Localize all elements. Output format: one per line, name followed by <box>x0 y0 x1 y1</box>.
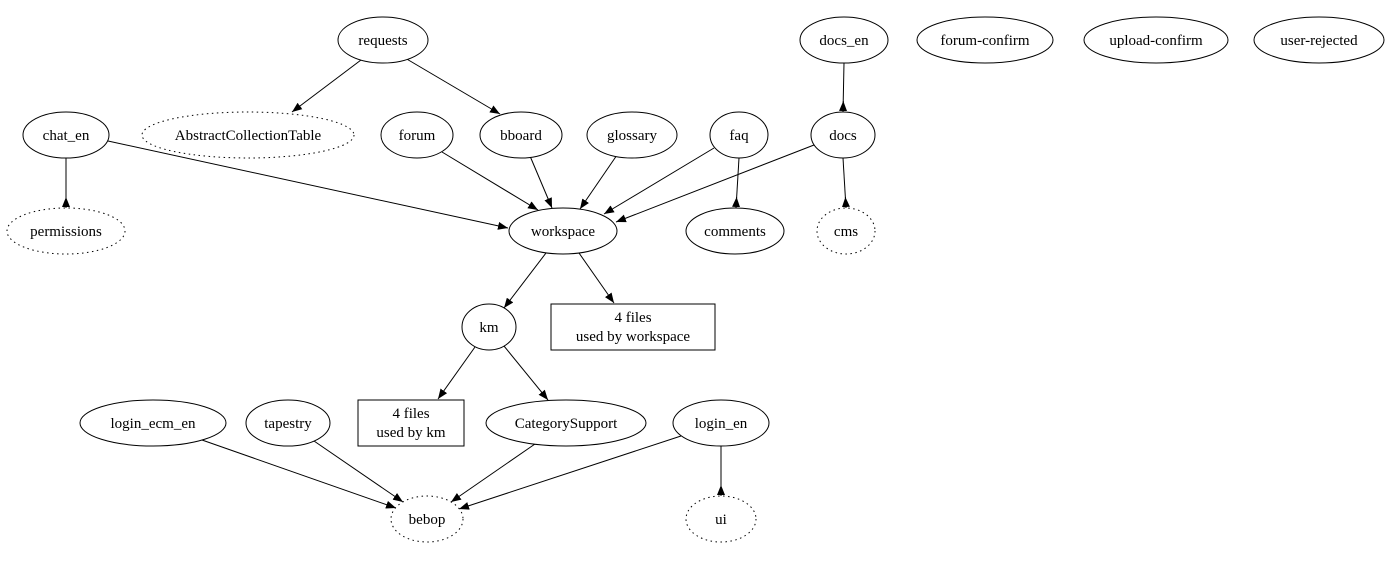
node-forum: forum <box>380 111 454 159</box>
edge-km-files_km <box>437 346 476 400</box>
node-docs_en-shape <box>799 16 889 64</box>
node-upload-confirm-label: upload-confirm <box>1109 33 1203 49</box>
node-cms: cms <box>816 207 876 255</box>
node-ui: ui <box>685 495 757 543</box>
node-bebop: bebop <box>390 495 464 543</box>
node-forum-confirm-shape <box>916 16 1054 64</box>
node-glossary: glossary <box>586 111 678 159</box>
node-docs_en: docs_en <box>799 16 889 64</box>
node-abstractcollectiontable-label: AbstractCollectionTable <box>175 128 322 144</box>
node-files-used-by-workspace: 4 files used by workspace <box>550 303 716 351</box>
node-workspace-label: workspace <box>531 224 595 240</box>
node-permissions-label: permissions <box>30 224 102 240</box>
node-categorysupport-label: CategorySupport <box>515 416 618 432</box>
node-ui-shape <box>685 495 757 543</box>
node-docs_en-label: docs_en <box>819 33 869 49</box>
node-docs-shape <box>810 111 876 159</box>
edge-requests-bboard <box>404 57 501 115</box>
node-login_ecm_en: login_ecm_en <box>79 399 227 447</box>
edge-docs-cms-arrow <box>841 196 850 209</box>
node-files-used-by-km-shape <box>357 399 465 447</box>
node-comments-label: comments <box>704 224 766 240</box>
node-chat_en-shape <box>22 111 110 159</box>
edge-categorysupport-bebop <box>450 443 536 503</box>
node-user-rejected-shape <box>1253 16 1385 64</box>
node-user-rejected: user-rejected <box>1253 16 1385 64</box>
node-comments-shape <box>685 207 785 255</box>
edge-tapestry-bebop <box>313 440 404 503</box>
edge-faq-workspace <box>603 147 715 215</box>
node-files-used-by-km-line1: 4 files <box>392 406 429 422</box>
node-faq-label: faq <box>729 128 749 144</box>
node-workspace-shape <box>508 207 618 255</box>
edge-workspace-km <box>503 252 547 309</box>
node-files-used-by-km: 4 files used by km <box>357 399 465 447</box>
node-files-used-by-workspace-line1: 4 files <box>614 310 651 326</box>
node-docs-label: docs <box>829 128 857 144</box>
node-chat_en: chat_en <box>22 111 110 159</box>
edge-forum-workspace <box>441 151 539 211</box>
edge-docs-workspace <box>615 144 815 223</box>
node-login_en: login_en <box>672 399 770 447</box>
edge-workspace-files_workspace <box>578 252 615 304</box>
node-permissions: permissions <box>6 207 126 255</box>
node-km-label: km <box>479 320 499 336</box>
node-forum-confirm: forum-confirm <box>916 16 1054 64</box>
node-permissions-shape <box>6 207 126 255</box>
node-abstractcollectiontable-shape <box>141 111 355 159</box>
edge-requests-abstractcollectiontable <box>291 59 362 113</box>
node-login_ecm_en-label: login_ecm_en <box>111 416 196 432</box>
node-files-used-by-km-line2: used by km <box>376 425 445 441</box>
node-abstractcollectiontable: AbstractCollectionTable <box>141 111 355 159</box>
node-faq: faq <box>709 111 769 159</box>
node-forum-shape <box>380 111 454 159</box>
edge-glossary-workspace <box>579 154 618 210</box>
node-forum-confirm-label: forum-confirm <box>940 33 1029 49</box>
node-requests: requests <box>337 16 429 64</box>
node-glossary-label: glossary <box>607 128 657 144</box>
edge-login_en-bebop <box>458 435 682 510</box>
edge-bboard-workspace <box>529 155 553 209</box>
node-requests-label: requests <box>358 33 407 49</box>
node-comments: comments <box>685 207 785 255</box>
node-categorysupport: CategorySupport <box>485 399 647 447</box>
node-faq-shape <box>709 111 769 159</box>
node-user-rejected-label: user-rejected <box>1280 33 1358 49</box>
node-cms-label: cms <box>834 224 858 240</box>
node-km-shape <box>461 303 517 351</box>
node-bboard-label: bboard <box>500 128 542 144</box>
node-bboard-shape <box>479 111 563 159</box>
node-cms-shape <box>816 207 876 255</box>
node-files-used-by-workspace-line2: used by workspace <box>576 329 690 345</box>
node-workspace: workspace <box>508 207 618 255</box>
node-login_ecm_en-shape <box>79 399 227 447</box>
node-docs: docs <box>810 111 876 159</box>
node-forum-label: forum <box>399 128 436 144</box>
node-tapestry-shape <box>245 399 331 447</box>
node-bboard: bboard <box>479 111 563 159</box>
node-requests-shape <box>337 16 429 64</box>
node-bebop-label: bebop <box>409 512 446 528</box>
node-chat_en-label: chat_en <box>43 128 90 144</box>
node-login_en-label: login_en <box>695 416 748 432</box>
edge-km-categorysupport <box>503 345 549 401</box>
nodes: requests docs_en forum-confirm upload-co… <box>6 16 1385 543</box>
node-tapestry-label: tapestry <box>264 416 312 432</box>
node-upload-confirm: upload-confirm <box>1083 16 1229 64</box>
node-login_en-shape <box>672 399 770 447</box>
edge-chat_en-workspace <box>107 140 509 230</box>
edge-faq-comments-arrow <box>732 196 741 209</box>
node-tapestry: tapestry <box>245 399 331 447</box>
node-glossary-shape <box>586 111 678 159</box>
node-bebop-shape <box>390 495 464 543</box>
node-upload-confirm-shape <box>1083 16 1229 64</box>
node-categorysupport-shape <box>485 399 647 447</box>
node-files-used-by-workspace-shape <box>550 303 716 351</box>
edges <box>62 57 850 510</box>
node-ui-label: ui <box>715 512 727 528</box>
edge-login_ecm_en-bebop <box>201 439 397 509</box>
node-km: km <box>461 303 517 351</box>
